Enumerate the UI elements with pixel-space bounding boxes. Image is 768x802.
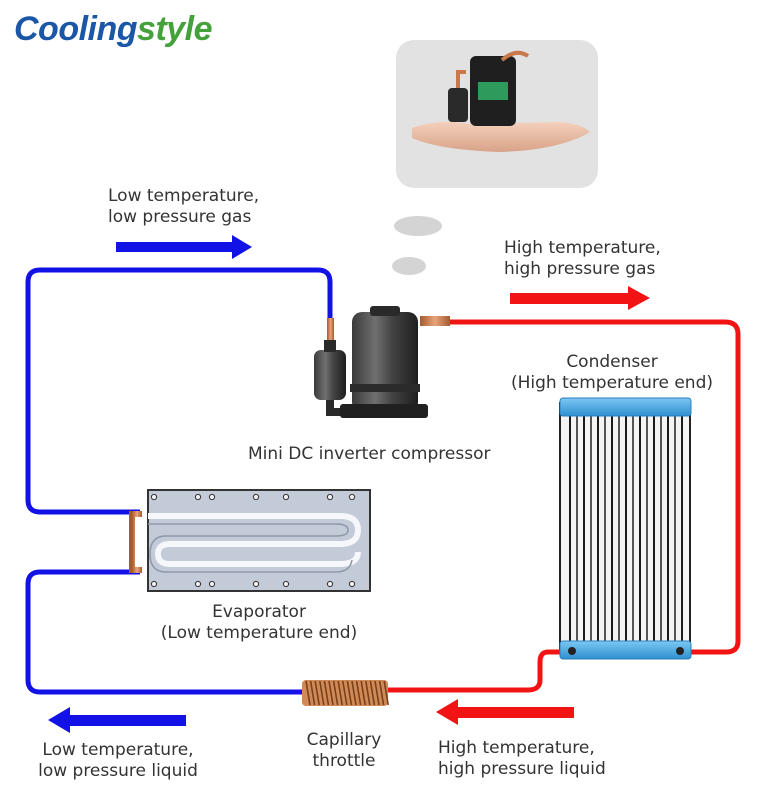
evaporator-mount-hole <box>326 493 334 501</box>
evaporator-mount-hole <box>150 493 158 501</box>
capillary-coil-turn <box>314 680 320 706</box>
condenser-icon <box>559 397 692 660</box>
bubble-small <box>392 257 426 275</box>
capillary-coil-turn <box>355 680 362 706</box>
capillary-coil-turn <box>342 680 348 706</box>
evaporator-mount-hole <box>348 580 356 588</box>
label-high-gas-line1: High temperature, <box>504 238 661 258</box>
label-low-liquid-line1: Low temperature, <box>42 740 194 760</box>
brand-logo: Coolingstyle <box>14 10 213 49</box>
label-high-gas-line2: high pressure gas <box>504 259 656 279</box>
label-low-gas: Low temperature, low pressure gas <box>108 186 259 228</box>
product-photo-panel <box>396 40 598 188</box>
label-low-gas-line1: Low temperature, <box>108 186 260 206</box>
label-evaporator: Evaporator (Low temperature end) <box>144 602 374 644</box>
condenser-outlet-pipe <box>388 649 570 693</box>
bubble-large <box>394 216 442 236</box>
label-condenser-line1: Condenser <box>566 352 658 372</box>
evaporator-mount-hole <box>194 580 202 588</box>
label-low-gas-line2: low pressure gas <box>108 207 252 227</box>
brand-part-2: style <box>137 10 213 48</box>
evaporator-mount-hole <box>252 580 260 588</box>
evaporator-mount-hole <box>208 493 216 501</box>
discharge-line-pipe <box>448 319 741 655</box>
capillary-coil-turn <box>305 680 311 706</box>
label-capillary-line1: Capillary <box>306 730 382 750</box>
arrow-high-gas-icon <box>510 286 650 310</box>
label-capillary-line2: throttle <box>312 751 376 771</box>
arrow-high-liquid-icon <box>436 699 574 725</box>
capillary-coil-turn <box>383 680 389 706</box>
capillary-coil-turn <box>378 680 385 706</box>
label-evaporator-line1: Evaporator <box>212 602 306 622</box>
label-capillary: Capillary throttle <box>292 730 396 772</box>
capillary-coil-turn <box>332 680 339 706</box>
label-condenser-line2: (High temperature end) <box>510 373 714 393</box>
suction-line-pipe <box>25 267 333 515</box>
evaporator-mount-hole <box>208 580 216 588</box>
capillary-coil-turn <box>351 680 357 706</box>
capillary-coil-turn <box>319 680 325 706</box>
label-high-liquid: High temperature, high pressure liquid <box>438 738 606 780</box>
evaporator-mount-hole <box>282 580 290 588</box>
label-condenser: Condenser (High temperature end) <box>500 352 724 394</box>
label-low-liquid: Low temperature, low pressure liquid <box>20 740 216 782</box>
capillary-throttle-icon <box>302 680 389 706</box>
brand-part-1: Cooling <box>14 10 138 48</box>
evaporator-mount-hole <box>194 493 202 501</box>
hand-icon <box>412 121 590 152</box>
label-high-liquid-line2: high pressure liquid <box>438 759 606 779</box>
evaporator-mount-hole <box>348 493 356 501</box>
label-high-gas: High temperature, high pressure gas <box>504 238 661 280</box>
capillary-coil-turn <box>346 680 353 706</box>
evaporator-icon <box>129 489 371 592</box>
capillary-coil-turn <box>323 680 330 706</box>
evaporator-mount-hole <box>252 493 260 501</box>
compressor-icon <box>314 306 450 418</box>
liquid-line-pipe <box>25 569 305 695</box>
capillary-coil-turn <box>369 680 376 706</box>
capillary-coil-turn <box>360 680 366 706</box>
arrow-low-gas-icon <box>116 235 252 259</box>
capillary-coil-turn <box>374 680 380 706</box>
evaporator-mount-hole <box>326 580 334 588</box>
evaporator-mount-hole <box>150 580 158 588</box>
arrow-low-liquid-icon <box>48 707 186 733</box>
label-high-liquid-line1: High temperature, <box>438 738 595 758</box>
capillary-coil-turn <box>328 680 334 706</box>
label-compressor: Mini DC inverter compressor <box>248 444 491 464</box>
label-low-liquid-line2: low pressure liquid <box>38 761 198 781</box>
capillary-coil-turn <box>365 680 371 706</box>
capillary-coil-turn <box>337 680 343 706</box>
label-evaporator-line2: (Low temperature end) <box>160 623 358 643</box>
capillary-coil-turn <box>309 680 316 706</box>
evaporator-mount-hole <box>282 493 290 501</box>
